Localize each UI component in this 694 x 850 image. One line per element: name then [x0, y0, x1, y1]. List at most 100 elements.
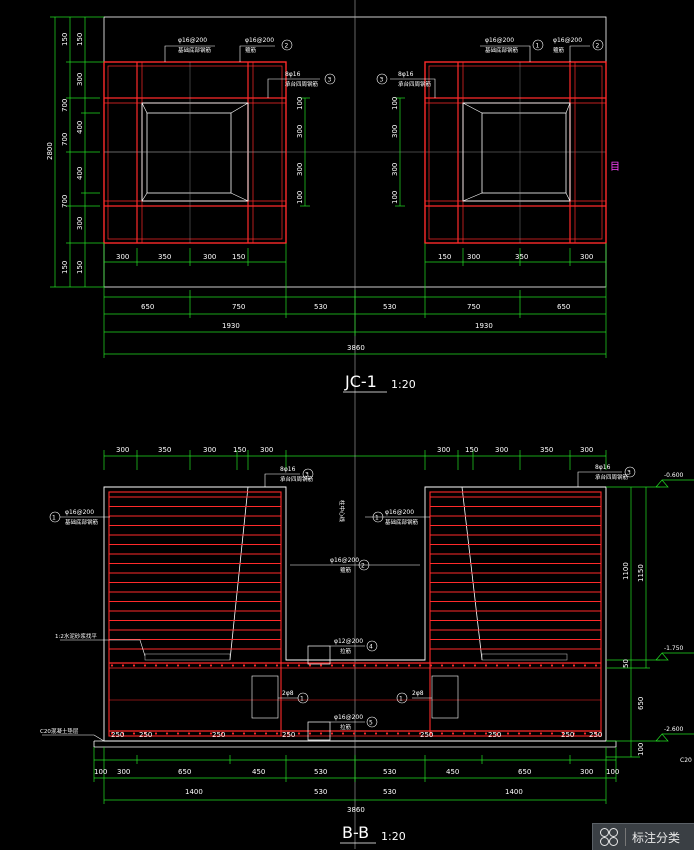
bar-dot [440, 732, 444, 735]
sec-in-250-4: 250 [282, 731, 295, 739]
sec-rdim-1150: 1150 [637, 564, 645, 582]
bar-dot [572, 664, 576, 667]
bar-dot [363, 732, 367, 735]
plan-inner-r-100b: 100 [391, 191, 399, 204]
plan-magenta-mark: 目 [610, 162, 620, 173]
bar-dot [220, 664, 224, 667]
bar-dot [330, 732, 334, 735]
sec-b-4: 450 [252, 768, 265, 776]
sec-level-1: -0.600 [664, 472, 684, 479]
bar-dot [462, 664, 466, 667]
annotation-category-toolbar[interactable]: 标注分类 [592, 823, 694, 850]
plan-dim-l2-150a: 150 [76, 33, 84, 46]
bar-dot [308, 664, 312, 667]
plan-leader-1-sub: 基础底部钢筋 [178, 46, 212, 54]
bar-dot [418, 664, 422, 667]
toolbar-label: 标注分类 [632, 830, 681, 845]
sec-leader-b-sub: 箍筋 [340, 566, 352, 574]
plan-dim-l2-300a: 300 [76, 73, 84, 86]
bar-dot [374, 732, 378, 735]
sec-total: 3860 [347, 806, 365, 814]
sec-top-6: 300 [437, 446, 450, 454]
sec-in-250-8: 250 [589, 731, 602, 739]
sec-b-3: 650 [178, 768, 191, 776]
bar-dot [561, 664, 565, 667]
plan-inner-l-100a: 100 [296, 97, 304, 110]
sec-top-7: 150 [465, 446, 478, 454]
plan-tl-150: 150 [232, 253, 245, 261]
plan-leader-2-text: φ16@200 [245, 37, 274, 44]
sec-leader-e: φ16@200 [334, 714, 363, 721]
bar-dot [583, 664, 587, 667]
section-rebars-right [430, 496, 601, 650]
bar-dot [495, 664, 499, 667]
bar-dot [528, 732, 532, 735]
plan-inner-r-300a: 300 [391, 125, 399, 138]
sec-circle-1c: 1 [300, 696, 304, 703]
plan-right-leader-3-sub: 承台四周钢筋 [398, 80, 432, 88]
sec-bb-4: 1400 [505, 788, 523, 796]
plan-left-dim-lines [50, 16, 607, 358]
bar-dot [187, 664, 191, 667]
bar-dot [396, 664, 400, 667]
bar-dot [418, 732, 422, 735]
plan-tr-300a: 300 [467, 253, 480, 261]
sec-top-5: 300 [260, 446, 273, 454]
bar-dot [176, 664, 180, 667]
section-right-dim-lines [606, 479, 694, 758]
section-scale: 1:20 [381, 830, 406, 843]
sec-top-2: 350 [158, 446, 171, 454]
sec-rdim-100: 100 [637, 743, 645, 756]
bar-dot [275, 732, 279, 735]
bar-dot [429, 732, 433, 735]
sec-top-9: 350 [540, 446, 553, 454]
bar-dot [550, 664, 554, 667]
plan-total: 3860 [347, 344, 365, 352]
sec-b-8: 650 [518, 768, 531, 776]
sec-bb-3: 530 [383, 788, 396, 796]
bar-dot [264, 732, 268, 735]
sec-in-250-7: 250 [561, 731, 574, 739]
plan-dim-l1-700a: 700 [61, 99, 69, 112]
bar-dot [385, 664, 389, 667]
sec-bb-1: 1400 [185, 788, 203, 796]
bar-dot [451, 664, 455, 667]
bar-dot [572, 732, 576, 735]
bar-dot [154, 664, 158, 667]
sec-circle-3b: 3 [627, 470, 631, 477]
sec-b-9: 300 [580, 768, 593, 776]
sec-top-1: 300 [116, 446, 129, 454]
plan-tl-300b: 300 [203, 253, 216, 261]
bar-dot [484, 732, 488, 735]
bar-dot [330, 664, 334, 667]
bar-dot [319, 732, 323, 735]
plan-inner-l-300b: 300 [296, 163, 304, 176]
bar-dot [209, 664, 213, 667]
bar-dot [594, 732, 598, 735]
sec-2phi8-right: 2φ8 [412, 690, 424, 697]
sec-b-2: 300 [117, 768, 130, 776]
bar-dot [286, 664, 290, 667]
toolbar-separator [625, 828, 626, 846]
bar-dot [209, 732, 213, 735]
bar-dot [242, 664, 246, 667]
section-outline [103, 486, 607, 742]
bar-dot [308, 732, 312, 735]
bar-dot [110, 732, 114, 735]
plan-right-leader-3: 8φ16 [398, 71, 414, 78]
plan-tr-300b: 300 [580, 253, 593, 261]
bar-dot [473, 664, 477, 667]
bar-dot [275, 664, 279, 667]
sec-in-250-2: 250 [139, 731, 152, 739]
bar-dot [539, 732, 543, 735]
bar-dot [341, 664, 345, 667]
sec-circle-3a: 3 [305, 472, 309, 479]
sec-circle-1d: 1 [399, 696, 403, 703]
sec-leader-a2: φ16@200 [385, 509, 414, 516]
sec-in-250-6: 250 [488, 731, 501, 739]
sec-leader-a-sub: 基础底部钢筋 [65, 518, 99, 526]
plan-right-leader-2: φ16@200 [553, 37, 582, 44]
plan-leaders-left [164, 39, 336, 98]
cage-left [108, 491, 282, 737]
